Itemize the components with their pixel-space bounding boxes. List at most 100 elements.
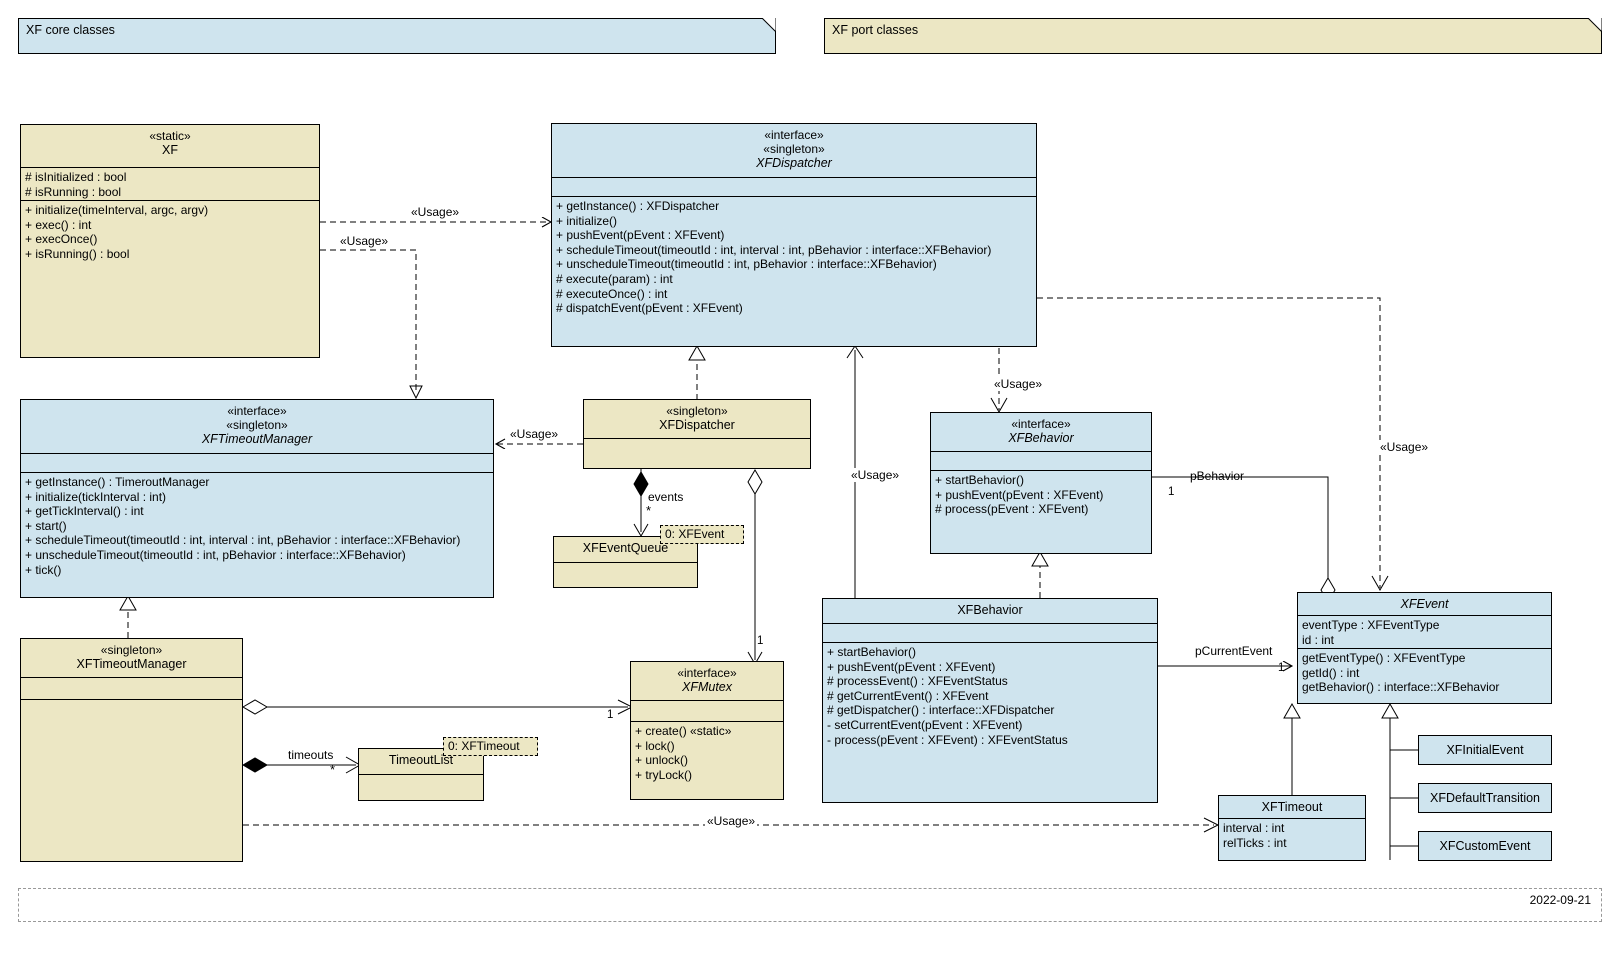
operation: + pushEvent(pEvent : XFEvent) <box>556 228 725 243</box>
operation: getBehavior() : interface::XFBehavior <box>1302 680 1500 695</box>
operation: + getInstance() : TimeroutManager <box>25 475 210 489</box>
diagram-footer: 2022-09-21 <box>18 888 1602 922</box>
class-timeoutlist-name: TimeoutList <box>388 753 454 767</box>
class-xfevent-name: XFEvent <box>1400 597 1449 611</box>
attribute: id : int <box>1302 632 1335 647</box>
edge-label-pbehavior: pBehavior <box>1190 469 1245 483</box>
edge-label-usage-dispatcher-event: «Usage» <box>1378 440 1431 454</box>
class-xftimeoutmanager-interface-operations: + getInstance() : TimeroutManager + init… <box>21 473 493 579</box>
dogear-icon <box>1588 18 1602 32</box>
class-xfinitialevent[interactable]: XFInitialEvent <box>1418 735 1552 765</box>
package-core-label: XF core classes <box>26 23 115 37</box>
class-timeoutlist[interactable]: TimeoutList <box>358 748 484 801</box>
class-xfcustomevent[interactable]: XFCustomEvent <box>1418 831 1552 861</box>
multiplicity-events: * <box>646 503 652 518</box>
stereotype-interface: «interface» <box>764 128 824 142</box>
class-xftimeoutmanager-interface-attributes <box>21 454 493 473</box>
stereotype-interface: «interface» <box>227 404 287 418</box>
class-xftimeout-header: XFTimeout <box>1219 796 1365 819</box>
operation: # executeOnce() : int <box>556 286 668 301</box>
class-xfdispatcher-interface-header: «interface» «singleton» XFDispatcher <box>552 124 1036 178</box>
class-xf-operations: + initialize(timeInterval, argc, argv) +… <box>21 201 319 263</box>
class-xfbehavior[interactable]: XFBehavior + startBehavior() + pushEvent… <box>822 598 1158 803</box>
class-xfeventqueue-body <box>554 563 697 588</box>
stereotype-interface: «interface» <box>677 666 737 680</box>
class-xfbehavior-name: XFBehavior <box>957 603 1023 617</box>
multiplicity-timeouts: * <box>330 762 336 777</box>
operation: + startBehavior() <box>935 473 1025 487</box>
class-xfeventqueue-name: XFEventQueue <box>582 541 669 555</box>
multiplicity-mutex-top: 1 <box>757 635 764 647</box>
stereotype-interface: «interface» <box>1011 417 1071 431</box>
class-xfcustomevent-name: XFCustomEvent <box>1439 839 1531 853</box>
edge-label-timeouts: timeouts <box>288 748 334 762</box>
operation: getId() : int <box>1302 665 1360 680</box>
class-xfeventqueue-header: XFEventQueue <box>554 537 697 563</box>
class-xf[interactable]: «static» XF # isInitialized : bool # isR… <box>20 124 320 358</box>
class-xftimeoutmanager-singleton[interactable]: «singleton» XFTimeoutManager <box>20 638 243 862</box>
operation: + initialize() <box>556 213 618 228</box>
multiplicity-mutex-left: 1 <box>607 709 614 721</box>
operation: + tick() <box>25 562 62 577</box>
operation: + getInstance() : XFDispatcher <box>556 199 720 213</box>
class-timeoutlist-header: TimeoutList <box>359 749 483 775</box>
class-xfbehavior-interface[interactable]: «interface» XFBehavior + startBehavior()… <box>930 412 1152 554</box>
class-xfbehavior-header: XFBehavior <box>823 599 1157 624</box>
operation: + initialize(timeInterval, argc, argv) <box>25 203 209 217</box>
class-xfeventqueue[interactable]: XFEventQueue <box>553 536 698 588</box>
class-xfdispatcher-interface[interactable]: «interface» «singleton» XFDispatcher + g… <box>551 123 1037 347</box>
operation: + create() «static» <box>635 724 732 738</box>
class-timeoutlist-body <box>359 775 483 801</box>
operation: + initialize(tickInterval : int) <box>25 489 167 504</box>
class-xfevent-header: XFEvent <box>1298 593 1551 616</box>
stereotype-singleton: «singleton» <box>226 418 288 432</box>
operation: + unscheduleTimeout(timeoutId : int, pBe… <box>25 547 406 562</box>
class-xftimeout[interactable]: XFTimeout interval : int relTicks : int <box>1218 795 1366 861</box>
attribute: relTicks : int <box>1223 835 1287 850</box>
note-0-xftimeout: 0: XFTimeout <box>443 737 538 756</box>
operation: + getTickInterval() : int <box>25 504 144 519</box>
class-xfdispatcher-singleton[interactable]: «singleton» XFDispatcher <box>583 399 811 469</box>
operation: # dispatchEvent(pEvent : XFEvent) <box>556 301 743 316</box>
class-xfmutex[interactable]: «interface» XFMutex + create() «static» … <box>630 661 784 800</box>
class-xfevent[interactable]: XFEvent eventType : XFEventType id : int… <box>1297 592 1552 704</box>
class-xfdispatcher-interface-operations: + getInstance() : XFDispatcher + initial… <box>552 197 1036 318</box>
operation: + pushEvent(pEvent : XFEvent) <box>935 487 1104 502</box>
operation: + tryLock() <box>635 767 693 782</box>
package-xf-core-classes: XF core classes <box>18 18 776 54</box>
operation: # process(pEvent : XFEvent) <box>935 502 1089 517</box>
class-xftimeout-attributes: interval : int relTicks : int <box>1219 819 1365 861</box>
class-xftimeoutmanager-singleton-name: XFTimeoutManager <box>76 657 187 671</box>
operation: + pushEvent(pEvent : XFEvent) <box>827 659 996 674</box>
class-xfdispatcher-singleton-header: «singleton» XFDispatcher <box>584 400 810 439</box>
class-xf-name: XF <box>162 143 178 157</box>
edge-label-usage-timeoutmanager-timeout: «Usage» <box>705 814 758 828</box>
class-xfdefaulttransition[interactable]: XFDefaultTransition <box>1418 783 1552 813</box>
class-xfmutex-header: «interface» XFMutex <box>631 662 783 701</box>
class-xfdispatcher-interface-attributes <box>552 178 1036 197</box>
stereotype-singleton: «singleton» <box>100 643 163 657</box>
operation: + exec() : int <box>25 217 92 232</box>
class-xfdefaulttransition-name: XFDefaultTransition <box>1430 791 1540 805</box>
operation: # processEvent() : XFEventStatus <box>827 674 1008 689</box>
class-xfbehavior-operations: + startBehavior() + pushEvent(pEvent : X… <box>823 643 1157 749</box>
class-xf-stereotype: «static» <box>149 129 191 143</box>
class-xfevent-attributes: eventType : XFEventType id : int <box>1298 616 1551 649</box>
class-xf-attributes: # isInitialized : bool # isRunning : boo… <box>21 168 319 201</box>
operation: + unscheduleTimeout(timeoutId : int, pBe… <box>556 257 937 272</box>
operation: # getDispatcher() : interface::XFDispatc… <box>827 703 1055 718</box>
package-xf-port-classes: XF port classes <box>824 18 1602 54</box>
edge-label-usage-behavior-dispatcher: «Usage» <box>849 468 902 482</box>
class-xfbehavior-interface-header: «interface» XFBehavior <box>931 413 1151 452</box>
edge-label-usage-xf-dispatcher: «Usage» <box>409 205 462 219</box>
class-xf-header: «static» XF <box>21 125 319 168</box>
diagram-date: 2022-09-21 <box>1529 893 1591 907</box>
class-xfdispatcher-singleton-name: XFDispatcher <box>659 418 735 432</box>
class-xfbehavior-interface-operations: + startBehavior() + pushEvent(pEvent : X… <box>931 471 1151 519</box>
stereotype-singleton: «singleton» <box>666 404 728 418</box>
multiplicity-pbehavior: 1 <box>1168 486 1175 498</box>
edge-label-usage-dispatcher-behavior: «Usage» <box>992 377 1045 391</box>
class-xftimeoutmanager-interface-name: XFTimeoutManager <box>201 432 313 446</box>
multiplicity-pcurrentevent: 1 <box>1278 662 1285 674</box>
class-xftimeoutmanager-interface[interactable]: «interface» «singleton» XFTimeoutManager… <box>20 399 494 598</box>
